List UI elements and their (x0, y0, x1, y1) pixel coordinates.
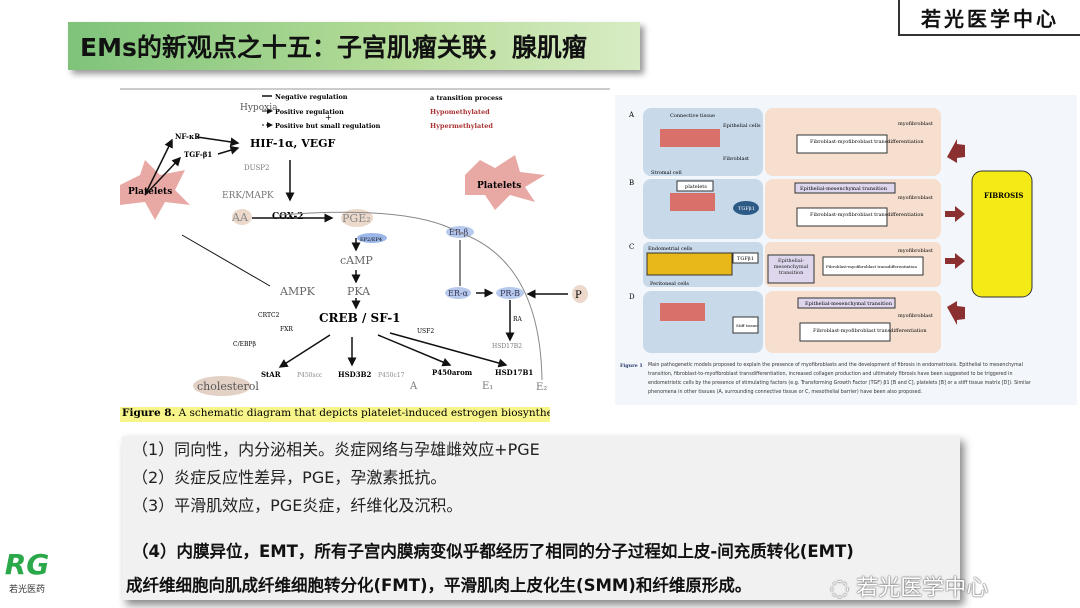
point-4-continued: 成纤维细胞向肌成纤维细胞转分化(FMT)，平滑肌肉上皮化生(SMM)和纤维原形成… (126, 576, 752, 595)
point-4: （4）内膜异位，EMT，所有子宫内膜病变似乎都经历了相同的分子过程如上皮-间充质… (132, 542, 854, 561)
svg-text:Fibroblast-myofibroblast trans: Fibroblast-myofibroblast transdifferenti… (826, 264, 917, 269)
svg-text:CREB / SF-1: CREB / SF-1 (319, 311, 401, 325)
wechat-icon: ◌ (830, 576, 857, 601)
svg-text:USF2: USF2 (417, 328, 434, 335)
svg-text:E₁: E₁ (482, 381, 493, 392)
svg-text:myofibroblast: myofibroblast (898, 248, 933, 254)
legend-hypermethylated: Hypermethylated (430, 122, 493, 130)
svg-text:EP2/EP4: EP2/EP4 (360, 237, 382, 243)
svg-text:CRTC2: CRTC2 (258, 312, 280, 319)
svg-text:platelets: platelets (685, 184, 707, 190)
svg-text:P: P (575, 290, 582, 301)
legend-positive: Positive regulation (275, 108, 344, 116)
wechat-watermark: ◌ 若光医学中心 (830, 570, 988, 602)
caption-text: A schematic diagram that depicts platele… (178, 407, 550, 419)
svg-text:P450c17: P450c17 (378, 372, 405, 379)
svg-text:A: A (628, 111, 635, 119)
watermark-text: 若光医学中心 (856, 576, 989, 601)
svg-text:ER-α: ER-α (448, 289, 469, 298)
legend-hypomethylated: Hypomethylated (430, 108, 490, 116)
svg-text:TGF-β1: TGF-β1 (184, 150, 212, 159)
svg-text:Fibroblast-myofibroblast trans: Fibroblast-myofibroblast transdifferenti… (810, 139, 924, 145)
svg-text:TGFβ1: TGFβ1 (737, 256, 754, 262)
svg-text:COX-2: COX-2 (272, 212, 304, 222)
figure-1-caption: Main pathogenetic models proposed to exp… (648, 363, 1031, 395)
svg-text:D: D (629, 293, 635, 301)
row-b: B platelets TGFβ1 Epithelial-mesenchymal… (629, 179, 941, 239)
key-points-box: （1）同向性，内分泌相关。炎症网络与孕雄雌效应+PGE （2）炎症反应性差异，P… (122, 436, 960, 600)
svg-text:RA: RA (513, 316, 523, 323)
logo-mark: RG (4, 548, 50, 581)
svg-text:Platelets: Platelets (477, 181, 521, 191)
legend-negative: Negative regulation (275, 93, 348, 101)
svg-text:C/EBPβ: C/EBPβ (233, 341, 256, 348)
svg-text:E₂: E₂ (536, 382, 547, 393)
figure-8-caption: Figure 8. A schematic diagram that depic… (120, 407, 550, 422)
svg-text:Epithelial-mesenchymal transit: Epithelial-mesenchymal transition (800, 186, 888, 192)
svg-text:Peritoneal cells: Peritoneal cells (650, 281, 689, 287)
svg-text:cholesterol: cholesterol (197, 380, 259, 393)
point-2: （2）炎症反应性差异，PGE，孕激素抵抗。 (132, 468, 447, 487)
svg-text:B: B (629, 179, 634, 187)
legend: Negative regulation Positive regulation … (262, 93, 503, 130)
svg-text:FXR: FXR (280, 326, 293, 333)
svg-text:Fibroblast-myofibroblast trans: Fibroblast-myofibroblast transdifferenti… (813, 328, 927, 334)
svg-text:myofibroblast: myofibroblast (898, 313, 933, 319)
svg-text:Connective tissue: Connective tissue (670, 113, 715, 119)
svg-text:P450scc: P450scc (297, 372, 323, 379)
svg-text:Stiff tissue: Stiff tissue (736, 323, 758, 328)
row-c-emt-label: Epithelial-mesenchymal transition (773, 258, 809, 276)
svg-text:NF-κB: NF-κB (175, 132, 200, 141)
svg-text:HIF-1α, VEGF: HIF-1α, VEGF (250, 137, 336, 150)
svg-text:PGE₂: PGE₂ (342, 212, 371, 225)
svg-text:Hypoxia: Hypoxia (240, 103, 278, 113)
slide-title-text: EMs的新观点之十五：子宫肌瘤关联，腺肌瘤 (80, 33, 587, 62)
svg-text:AA: AA (231, 211, 249, 224)
svg-text:Platelets: Platelets (128, 187, 172, 197)
row-c: C Endometrial cells Peritoneal cells TGF… (629, 242, 941, 287)
svg-text:+: + (325, 113, 332, 122)
caption-label: Figure 8. (122, 407, 176, 419)
brand-label: 若光医学中心 (898, 0, 1080, 36)
company-logo: RG 若光医药 (2, 548, 52, 608)
legend-positive-small: Positive but small regulation (275, 122, 381, 130)
svg-text:Fibroblast-myofibroblast trans: Fibroblast-myofibroblast transdifferenti… (810, 212, 924, 218)
point-3: （3）平滑肌效应，PGE炎症，纤维化及沉积。 (132, 496, 463, 515)
svg-text:cAMP: cAMP (340, 254, 373, 267)
svg-text:Figure 1: Figure 1 (620, 363, 643, 369)
svg-text:Epithelial cells: Epithelial cells (723, 123, 761, 129)
svg-text:AMPK: AMPK (279, 285, 316, 298)
svg-text:A: A (409, 381, 418, 392)
svg-text:ERK/MAPK: ERK/MAPK (222, 191, 274, 201)
svg-text:Epithelial-mesenchymal transit: Epithelial-mesenchymal transition (805, 301, 893, 307)
svg-text:P450arom: P450arom (432, 368, 473, 377)
svg-text:HSD3B2: HSD3B2 (338, 370, 372, 379)
svg-text:Fibroblast: Fibroblast (723, 156, 749, 162)
svg-text:StAR: StAR (261, 370, 281, 379)
svg-text:HSD17B2: HSD17B2 (492, 343, 522, 350)
row-d: D Stiff tissue Epithelial-mesenchymal tr… (629, 291, 941, 353)
svg-text:PR-B: PR-B (500, 289, 520, 298)
svg-text:DUSP2: DUSP2 (244, 164, 269, 172)
logo-text: 若光医药 (8, 585, 45, 595)
svg-text:Endometrial cells: Endometrial cells (648, 246, 693, 252)
legend-transition: a transition process (430, 94, 503, 102)
svg-text:C: C (629, 243, 634, 251)
slide-title: EMs的新观点之十五：子宫肌瘤关联，腺肌瘤 (68, 22, 640, 70)
svg-text:Stromal cell: Stromal cell (651, 170, 682, 176)
svg-text:myofibroblast: myofibroblast (898, 195, 933, 201)
estrogen-biosynthesis-diagram: Negative regulation Positive regulation … (120, 88, 610, 428)
point-1: （1）同向性，内分泌相关。炎症网络与孕雄雌效应+PGE (132, 440, 540, 459)
svg-text:PKA: PKA (347, 285, 371, 298)
svg-text:TGFβ1: TGFβ1 (738, 206, 755, 212)
svg-text:myofibroblast: myofibroblast (898, 121, 933, 127)
svg-text:HSD17B1: HSD17B1 (495, 368, 533, 377)
svg-text:FIBROSIS: FIBROSIS (984, 191, 1023, 200)
